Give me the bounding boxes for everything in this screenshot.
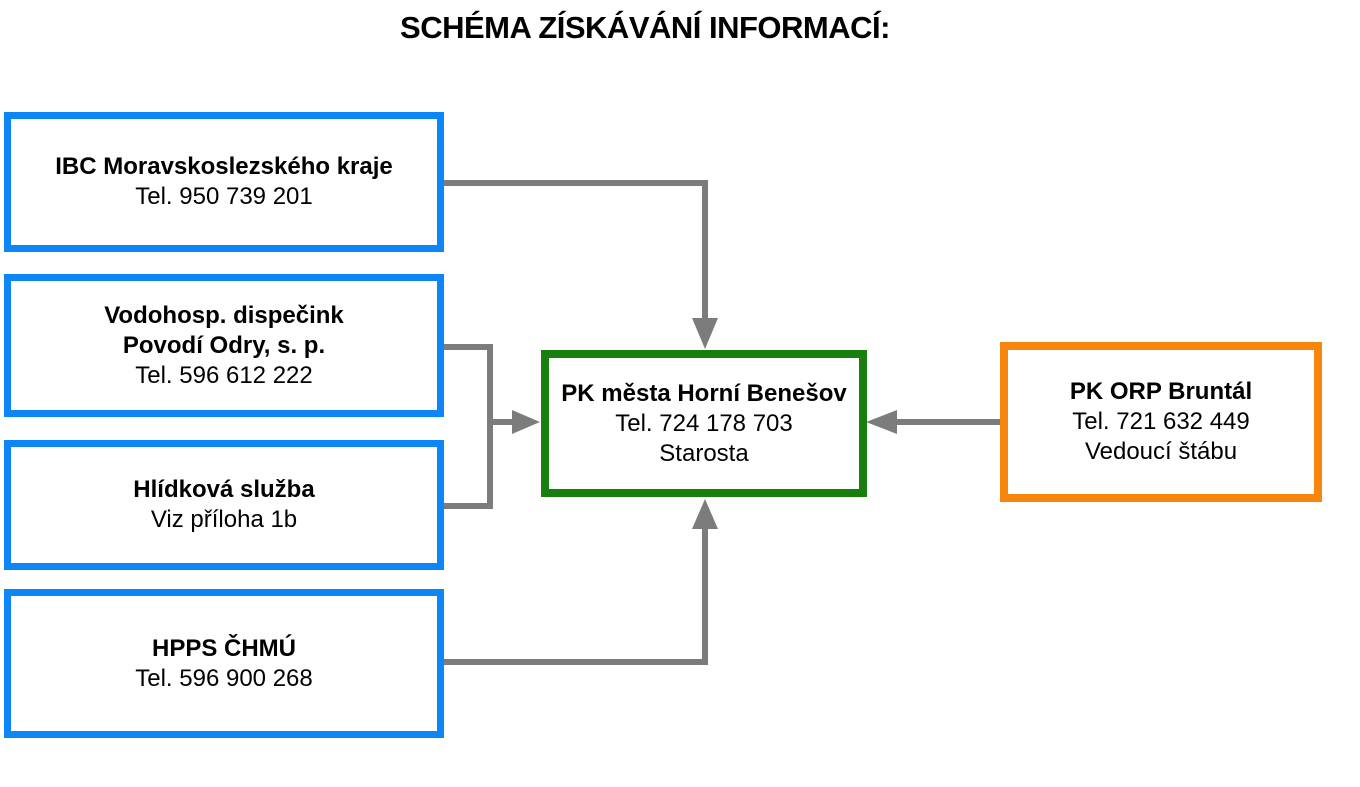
box-hpps-name: HPPS ČHMÚ	[151, 634, 296, 662]
box-vodohosp-tel: Tel. 596 612 222	[135, 361, 313, 389]
box-pk-mesta-name: PK města Horní Benešov	[561, 379, 847, 407]
box-hpps-tel: Tel. 596 900 268	[135, 664, 313, 692]
arrow-pk-orp-to-pk-mesta	[866, 410, 1000, 434]
diagram-title: SCHÉMA ZÍSKÁVÁNÍ INFORMACÍ:	[400, 10, 890, 45]
box-ibc-tel: Tel. 950 739 201	[135, 183, 313, 210]
box-pk-orp-name: PK ORP Bruntál	[1069, 378, 1253, 405]
arrow-hpps-to-pk-mesta	[444, 499, 718, 665]
arrow-vodohosp-hlidkova-to-pk-mesta	[444, 344, 540, 509]
box-pk-mesta-tel: Tel. 724 178 703	[615, 409, 793, 437]
box-pk-orp-role: Vedoucí štábu	[1084, 438, 1238, 465]
box-hlidkova-name: Hlídková služba	[133, 476, 315, 503]
box-hlidkova-ref: Viz příloha 1b	[150, 506, 298, 533]
box-vodohosp-name: Vodohosp. dispečink	[104, 301, 344, 329]
box-ibc-name: IBC Moravskoslezského kraje	[55, 153, 393, 180]
box-pk-mesta: PK města Horní Benešov Tel. 724 178 703 …	[541, 350, 867, 497]
box-ibc: IBC Moravskoslezského kraje Tel. 950 739…	[4, 112, 444, 252]
box-pk-orp-tel: Tel. 721 632 449	[1072, 408, 1250, 435]
box-pk-orp: PK ORP Bruntál Tel. 721 632 449 Vedoucí …	[1000, 342, 1322, 502]
box-vodohosp-name2: Povodí Odry, s. p.	[122, 331, 326, 359]
box-hlidkova: Hlídková služba Viz příloha 1b	[4, 440, 444, 570]
box-vodohosp: Vodohosp. dispečink Povodí Odry, s. p. T…	[4, 274, 444, 417]
box-hpps: HPPS ČHMÚ Tel. 596 900 268	[4, 589, 444, 738]
arrow-ibc-to-pk-mesta	[444, 180, 718, 349]
box-pk-mesta-role: Starosta	[659, 439, 749, 467]
